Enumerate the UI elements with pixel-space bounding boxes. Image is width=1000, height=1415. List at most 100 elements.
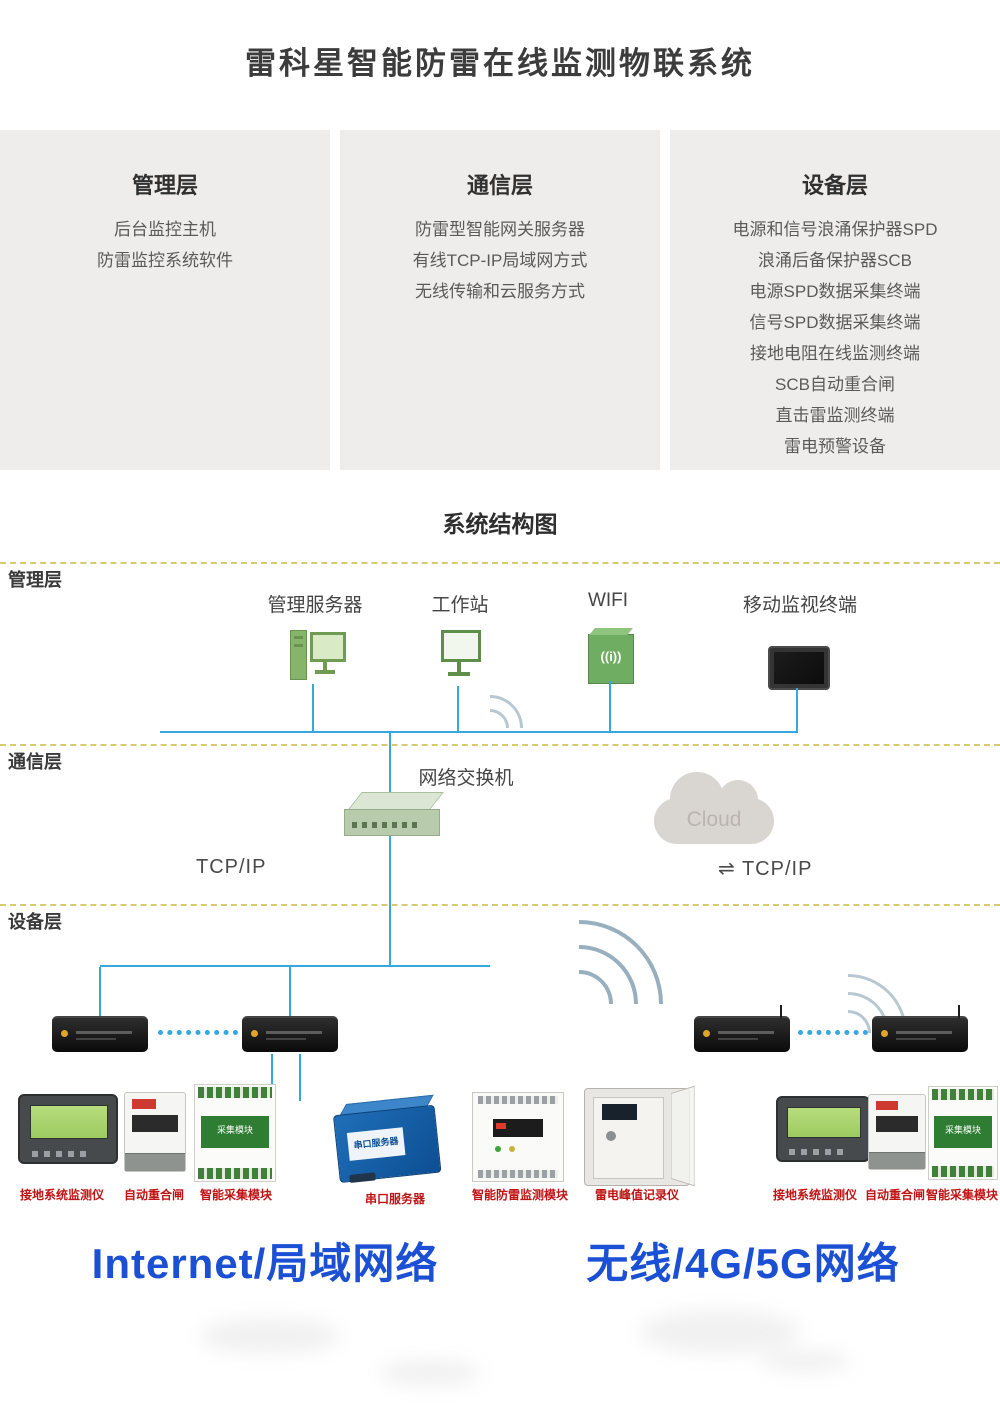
recloser-indicator bbox=[875, 1100, 899, 1110]
gateway-device-4 bbox=[872, 1005, 968, 1052]
gateway-device-3 bbox=[694, 1005, 790, 1052]
caption-ground-monitor-right: 接地系统监测仪 bbox=[772, 1188, 857, 1202]
panel-communication-heading: 通信层 bbox=[466, 173, 533, 198]
collector-badge: 采集模块 bbox=[934, 1116, 992, 1148]
terminal-row-top bbox=[931, 1088, 995, 1100]
link-gateway2-devices-b bbox=[299, 1054, 301, 1101]
tablet-screen bbox=[774, 652, 824, 684]
link-bus-gateway2 bbox=[289, 967, 291, 1017]
gateway-text-line2 bbox=[718, 1038, 758, 1040]
server-tower bbox=[290, 630, 307, 680]
recloser-right-image bbox=[868, 1094, 926, 1170]
gateway-led bbox=[703, 1030, 710, 1037]
spd-monitor-image bbox=[472, 1092, 564, 1182]
workstation-stand bbox=[457, 662, 461, 672]
device-bus-line bbox=[100, 965, 490, 967]
panel-item: 直击雷监测终端 bbox=[775, 406, 895, 425]
panel-item: 浪涌后备保护器SCB bbox=[758, 251, 912, 270]
label-network-switch: 网络交换机 bbox=[418, 768, 514, 789]
caption-spd-monitor: 智能防雷监测模块 bbox=[471, 1188, 568, 1202]
device-layer-divider bbox=[0, 904, 1000, 906]
workstation-base bbox=[448, 672, 470, 676]
workstation-monitor bbox=[441, 630, 481, 662]
gateway-led bbox=[61, 1030, 68, 1037]
wifi-access-point-icon: ((i)) bbox=[588, 634, 634, 684]
server-monitor-stand bbox=[323, 662, 327, 670]
gateway-text-line2 bbox=[896, 1038, 936, 1040]
spd-status-leds bbox=[494, 1145, 501, 1152]
management-server-icon bbox=[290, 622, 346, 686]
panel-management-items: 后台监控主机防雷监控系统软件 bbox=[0, 214, 330, 276]
caption-ground-monitor-left: 接地系统监测仪 bbox=[19, 1188, 104, 1202]
gateway-led bbox=[251, 1030, 258, 1037]
gateway-dotted-link-right bbox=[798, 1030, 868, 1035]
caption-serial-server: 串口服务器 bbox=[364, 1192, 425, 1206]
terminal-row-top bbox=[198, 1086, 272, 1099]
recorder-knob bbox=[605, 1131, 616, 1142]
panel-item: 防雷监控系统软件 bbox=[97, 251, 233, 270]
recloser-terminal-band bbox=[869, 1151, 925, 1169]
network-switch-icon bbox=[344, 792, 444, 836]
recloser-window bbox=[132, 1114, 178, 1132]
meter-buttons bbox=[31, 1150, 90, 1157]
link-workstation-bus bbox=[457, 686, 459, 731]
gateway-led bbox=[881, 1030, 888, 1037]
recloser-left-image bbox=[124, 1092, 186, 1172]
panel-device-items: 电源和信号浪涌保护器SPD 浪涌后备保护器SCB 电源SPD数据采集终端信号SPD数… bbox=[670, 214, 1000, 462]
gateway-device-1 bbox=[52, 1016, 148, 1052]
gateway-text-line bbox=[266, 1031, 322, 1034]
peak-recorder-image bbox=[584, 1085, 695, 1187]
caption-peak-recorder: 雷电峰值记录仪 bbox=[594, 1188, 679, 1202]
link-switch-devicebus bbox=[389, 836, 391, 965]
serial-label-plate: 串口服务器 bbox=[346, 1126, 406, 1161]
wifi-signal-glyph: ((i)) bbox=[600, 649, 622, 664]
layer-panels: 管理层 后台监控主机防雷监控系统软件 通信层 防雷型智能网关服务器有线TCP-I… bbox=[0, 130, 1000, 470]
caption-collector-right: 智能采集模块 bbox=[925, 1188, 998, 1202]
collector-module-left-image: 采集模块 bbox=[194, 1084, 276, 1182]
wireless-network-caption: 无线/4G/5G网络 bbox=[586, 1240, 900, 1287]
terminal-row-bottom bbox=[478, 1169, 558, 1179]
ground-monitor-left-image bbox=[18, 1094, 118, 1164]
panel-item: 电源SPD数据采集终端 bbox=[749, 282, 921, 301]
serial-db9-port bbox=[349, 1171, 376, 1183]
link-tablet-bus bbox=[796, 688, 798, 731]
page-title: 雷科星智能防雷在线监测物联系统 bbox=[245, 46, 755, 81]
watermark-smudge bbox=[760, 1350, 850, 1372]
link-server-bus bbox=[312, 684, 314, 731]
wired-network-caption: Internet/局域网络 bbox=[91, 1240, 439, 1287]
recorder-open-door bbox=[671, 1085, 695, 1187]
recloser-indicator bbox=[132, 1099, 157, 1109]
management-bus-line bbox=[160, 731, 798, 733]
meter-lcd bbox=[29, 1105, 109, 1139]
gateway-antenna bbox=[780, 1005, 782, 1018]
switch-ports bbox=[352, 822, 422, 828]
panel-management-heading: 管理层 bbox=[131, 173, 198, 198]
gateway-text-line bbox=[718, 1031, 774, 1034]
watermark-smudge bbox=[380, 1360, 480, 1386]
layer-label-communication: 通信层 bbox=[8, 752, 62, 772]
panel-item: 无线传输和云服务方式 bbox=[415, 282, 585, 301]
label-workstation: 工作站 bbox=[431, 595, 489, 616]
collector-badge: 采集模块 bbox=[201, 1115, 269, 1149]
caption-recloser-left: 自动重合闸 bbox=[123, 1188, 184, 1202]
server-monitor bbox=[310, 632, 346, 662]
watermark-smudge bbox=[200, 1318, 340, 1354]
label-management-server: 管理服务器 bbox=[267, 595, 363, 616]
caption-recloser-right: 自动重合闸 bbox=[864, 1188, 925, 1202]
caption-collector-left: 智能采集模块 bbox=[199, 1188, 272, 1202]
recloser-window bbox=[875, 1115, 919, 1132]
panel-item: 后台监控主机 bbox=[114, 220, 216, 239]
tcpip-left-label: TCP/IP bbox=[196, 856, 267, 878]
gateway-text-line bbox=[76, 1031, 132, 1034]
spd-display-digits bbox=[496, 1122, 507, 1129]
ground-monitor-right-image bbox=[776, 1096, 870, 1162]
panel-item: SCB自动重合闸 bbox=[775, 375, 895, 394]
gateway-device-2 bbox=[242, 1016, 338, 1052]
recloser-terminal-band bbox=[125, 1152, 185, 1171]
terminal-row-top bbox=[478, 1095, 558, 1105]
label-wifi: WIFI bbox=[587, 590, 629, 611]
tcpip-right-label: ⇌ TCP/IP bbox=[718, 858, 813, 880]
panel-item: 信号SPD数据采集终端 bbox=[749, 313, 921, 332]
cloud-label: Cloud bbox=[686, 808, 742, 831]
panel-item: 电源和信号浪涌保护器SPD bbox=[732, 220, 938, 239]
